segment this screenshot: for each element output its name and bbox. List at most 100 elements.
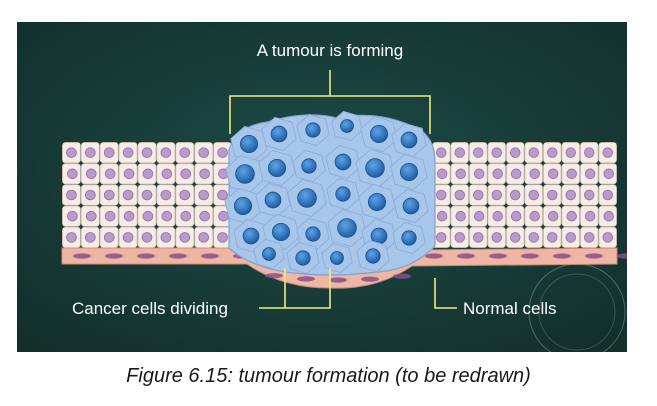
normal-nucleus (199, 210, 210, 222)
normal-nucleus (510, 210, 522, 222)
normal-nucleus (85, 189, 96, 201)
normal-nucleus (180, 168, 192, 180)
cancer-cells-label: Cancer cells dividing (72, 299, 228, 318)
normal-nucleus (566, 168, 577, 180)
normal-nucleus (103, 147, 115, 158)
normal-nucleus (491, 189, 502, 201)
normal-nucleus (547, 168, 559, 180)
membrane-nucleus (105, 253, 123, 259)
normal-nucleus (528, 189, 539, 201)
normal-nucleus (66, 147, 77, 158)
cancer-nucleus (400, 131, 418, 149)
normal-nucleus (436, 189, 447, 201)
normal-nucleus (528, 232, 539, 243)
normal-cells-right (432, 142, 617, 248)
normal-nucleus (142, 210, 154, 222)
normal-nucleus (217, 232, 228, 243)
cancer-nucleus (335, 186, 351, 202)
normal-nucleus (510, 189, 521, 201)
normal-nucleus (529, 210, 540, 222)
normal-nucleus (436, 147, 447, 158)
normal-nucleus (454, 147, 465, 158)
cancer-nucleus (301, 158, 317, 174)
normal-nucleus (85, 210, 97, 222)
normal-nucleus (510, 232, 521, 243)
membrane-nucleus (329, 277, 347, 283)
normal-nucleus (603, 168, 614, 180)
normal-nucleus (584, 168, 596, 180)
normal-nucleus (85, 232, 96, 243)
normal-nucleus (198, 147, 209, 158)
cancer-nucleus (297, 188, 317, 208)
normal-nucleus (104, 168, 116, 180)
normal-nucleus (217, 189, 228, 201)
membrane-nucleus (265, 273, 283, 279)
cancer-nucleus (239, 134, 259, 154)
normal-nucleus (603, 210, 614, 222)
normal-nucleus (565, 189, 576, 201)
cancer-nucleus (340, 119, 354, 133)
normal-nucleus (142, 168, 154, 180)
normal-nucleus (455, 168, 466, 180)
cancer-nucleus (267, 158, 287, 178)
cancer-nucleus (233, 196, 253, 216)
normal-nucleus (436, 210, 448, 222)
normal-nucleus (473, 168, 485, 180)
tumour-label: A tumour is forming (257, 41, 403, 60)
normal-cells-left (62, 142, 232, 248)
diagram-panel: A tumour is forming Cancer cells dividin… (17, 22, 627, 352)
normal-nucleus (180, 210, 192, 222)
normal-nucleus (67, 210, 78, 222)
normal-nucleus (566, 210, 577, 222)
normal-nucleus (160, 147, 172, 158)
normal-nucleus (198, 189, 209, 201)
normal-nucleus (547, 232, 558, 243)
membrane-nucleus (553, 253, 571, 259)
normal-nucleus (217, 147, 228, 158)
cancer-nucleus (295, 250, 311, 266)
cancer-nucleus (264, 191, 282, 209)
normal-nucleus (103, 232, 115, 243)
normal-nucleus (122, 189, 134, 201)
membrane-nucleus (297, 276, 315, 282)
normal-nucleus (160, 189, 172, 201)
normal-nucleus (85, 147, 96, 158)
normal-nucleus (436, 168, 448, 180)
normal-nucleus (584, 210, 596, 222)
normal-nucleus (473, 210, 485, 222)
normal-nucleus (547, 210, 559, 222)
normal-nucleus (122, 147, 134, 158)
normal-nucleus (584, 147, 595, 158)
membrane-nucleus (201, 253, 219, 259)
normal-nucleus (528, 147, 539, 158)
cancer-nucleus (242, 227, 260, 245)
cancer-nucleus (330, 251, 344, 265)
cancer-nucleus (365, 248, 381, 264)
normal-nucleus (529, 168, 540, 180)
membrane-nucleus (585, 253, 603, 259)
cancer-nucleus (262, 247, 276, 261)
normal-nucleus (141, 147, 153, 158)
cancer-nucleus (399, 162, 419, 182)
membrane-nucleus (489, 253, 507, 259)
normal-nucleus (179, 189, 191, 201)
membrane-nucleus (425, 253, 443, 259)
normal-nucleus (66, 232, 77, 243)
normal-nucleus (161, 168, 173, 180)
normal-nucleus (141, 189, 153, 201)
normal-nucleus (491, 147, 502, 158)
label-lines (229, 70, 457, 309)
normal-nucleus (455, 210, 466, 222)
cancer-nucleus (271, 222, 291, 242)
normal-nucleus (141, 232, 153, 243)
cancer-nucleus (337, 218, 357, 238)
normal-nucleus (179, 232, 191, 243)
normal-nucleus (436, 232, 447, 243)
normal-cells-label: Normal cells (463, 299, 557, 318)
cancer-nucleus (235, 164, 255, 184)
membrane-nucleus (457, 253, 475, 259)
membrane-nucleus (393, 273, 411, 279)
normal-nucleus (103, 189, 115, 201)
cancer-nucleus (365, 158, 385, 178)
cancer-nucleus (367, 192, 387, 212)
